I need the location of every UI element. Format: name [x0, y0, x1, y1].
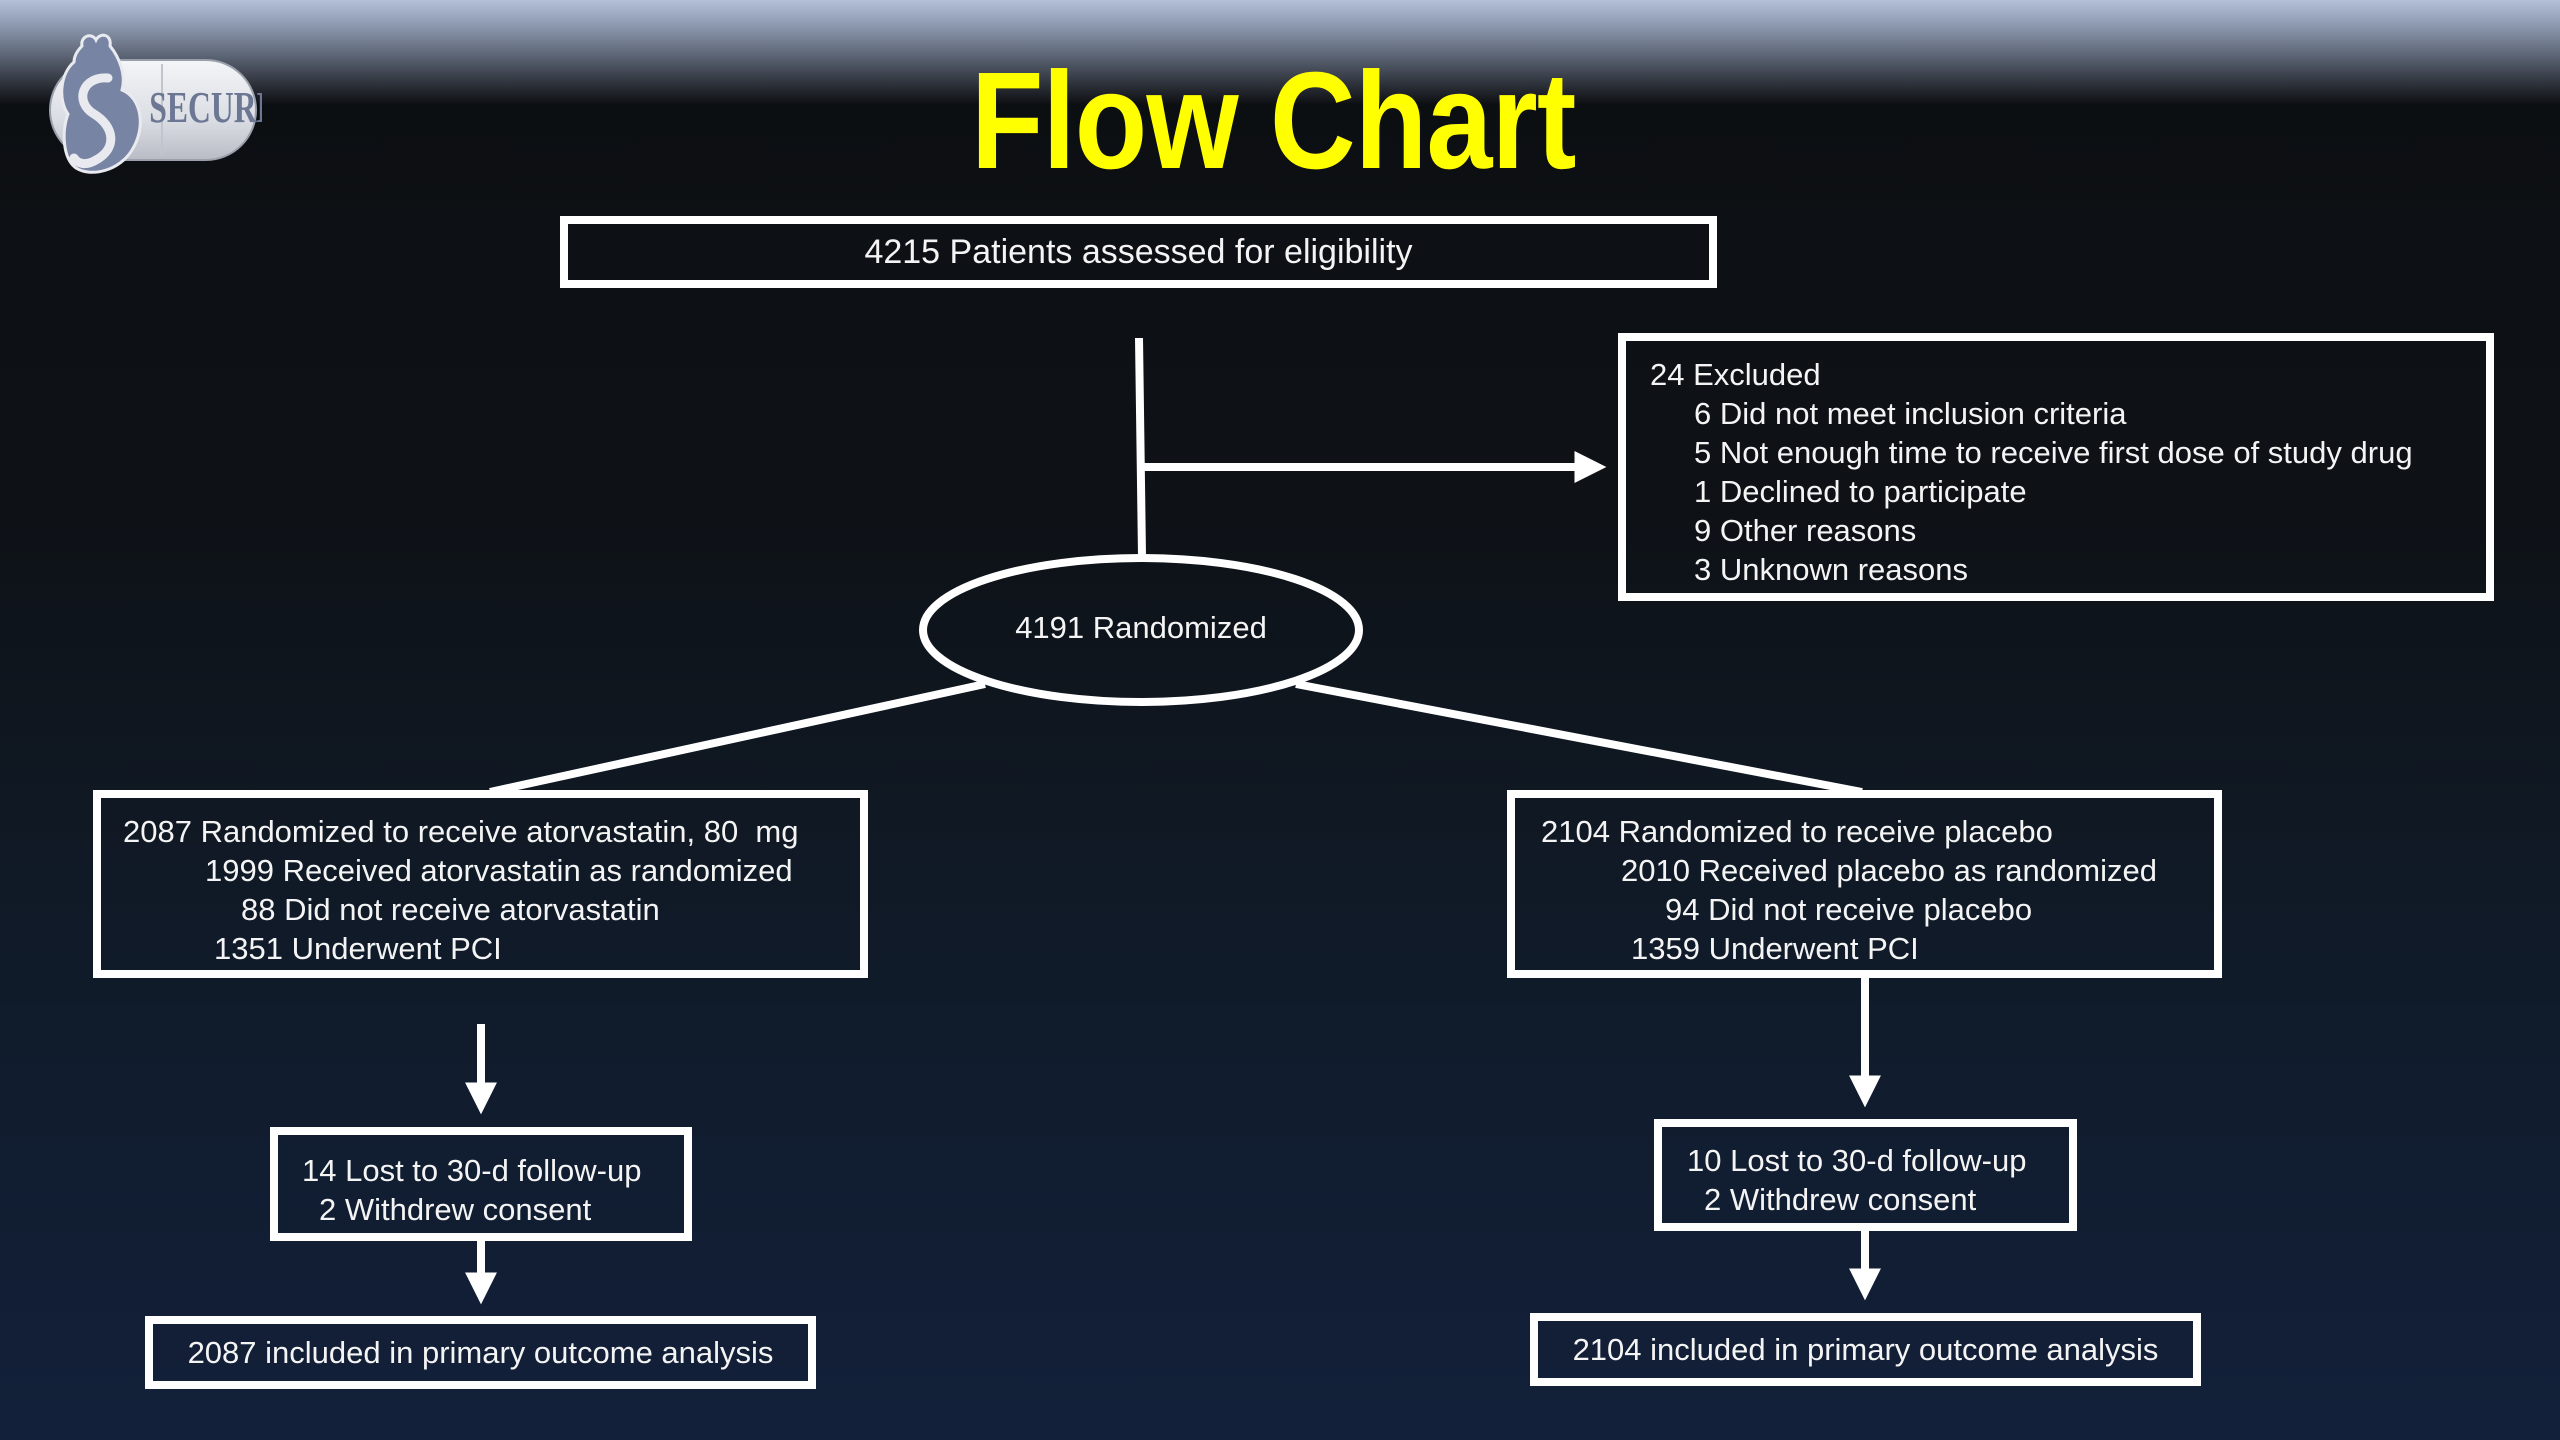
randomized-text: 4191 Randomized [1015, 610, 1267, 645]
connector-to-atorvastatin-arm [489, 680, 986, 796]
connector-assessed-to-randomized [1135, 337, 1146, 557]
header-band [0, 0, 2560, 105]
excluded-reason: 6 Did not meet inclusion criteria [1694, 396, 2127, 431]
secure-logo: SECURE [49, 33, 262, 174]
placebo-followup-lost: 10 Lost to 30-d follow-up [1687, 1143, 2027, 1178]
atorvastatin-detail: 88 Did not receive atorvastatin [241, 892, 660, 927]
logo-text: SECURE [149, 84, 262, 132]
placebo-analysis-box: 2104 included in primary outcome analysi… [1530, 1313, 2201, 1386]
excluded-reason: 9 Other reasons [1694, 513, 1917, 548]
randomized-ellipse [919, 554, 1363, 706]
page-title: Flow Chart [970, 44, 1576, 198]
s-letter-icon [69, 73, 116, 169]
excluded-heading: 24 Excluded [1650, 357, 1821, 392]
placebo-detail: 94 Did not receive placebo [1665, 892, 2033, 927]
placebo-analysis-text: 2104 included in primary outcome analysi… [1572, 1332, 2159, 1367]
atorvastatin-followup-box: 14 Lost to 30-d follow-up 2 Withdrew con… [270, 1127, 692, 1241]
placebo-allocation-box: 2104 Randomized to receive placebo 2010 … [1507, 790, 2222, 978]
placebo-detail: 1359 Underwent PCI [1631, 931, 1919, 966]
excluded-reason: 5 Not enough time to receive first dose … [1694, 435, 2413, 470]
atorvastatin-analysis-text: 2087 included in primary outcome analysi… [187, 1335, 774, 1370]
excluded-reason: 1 Declined to participate [1694, 474, 2027, 509]
excluded-reason: 3 Unknown reasons [1694, 552, 1968, 587]
atorvastatin-followup-withdrew: 2 Withdrew consent [319, 1192, 592, 1227]
assessed-box: 4215 Patients assessed for eligibility [560, 216, 1717, 288]
placebo-detail: 2010 Received placebo as randomized [1621, 853, 2157, 888]
atorvastatin-allocation-box: 2087 Randomized to receive atorvastatin,… [93, 790, 868, 978]
assessed-text: 4215 Patients assessed for eligibility [864, 232, 1413, 271]
atorvastatin-allocation-heading: 2087 Randomized to receive atorvastatin,… [123, 814, 799, 849]
atorvastatin-detail: 1999 Received atorvastatin as randomized [205, 853, 793, 888]
atorvastatin-detail: 1351 Underwent PCI [214, 931, 502, 966]
heart-icon [60, 33, 142, 174]
connector-to-placebo-arm [1295, 680, 1863, 796]
placebo-followup-withdrew: 2 Withdrew consent [1704, 1182, 1977, 1217]
placebo-followup-box: 10 Lost to 30-d follow-up 2 Withdrew con… [1654, 1119, 2077, 1231]
atorvastatin-followup-lost: 14 Lost to 30-d follow-up [302, 1153, 642, 1188]
excluded-box: 24 Excluded 6 Did not meet inclusion cri… [1618, 333, 2494, 601]
placebo-allocation-heading: 2104 Randomized to receive placebo [1541, 814, 2053, 849]
atorvastatin-analysis-box: 2087 included in primary outcome analysi… [145, 1316, 816, 1389]
